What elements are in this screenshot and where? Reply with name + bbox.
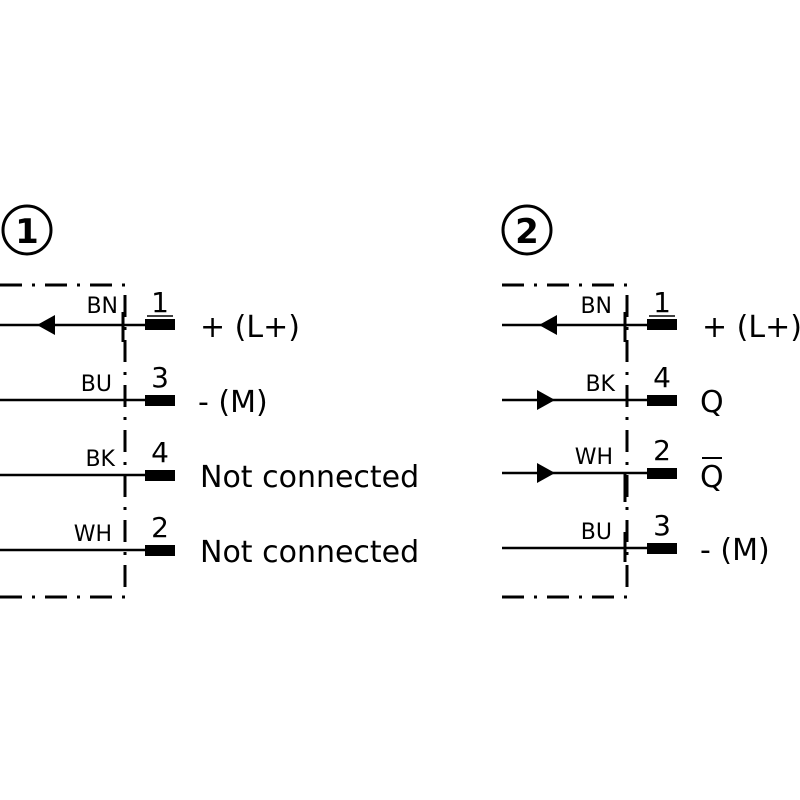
wire-color: BU bbox=[81, 372, 112, 397]
wire-color: BN bbox=[86, 294, 118, 319]
badge-2: 2 bbox=[501, 204, 553, 256]
pin-number: 1 bbox=[653, 286, 671, 319]
signal-label: - (M) bbox=[198, 385, 268, 420]
wire-color: BU bbox=[581, 520, 612, 545]
pin-number: 4 bbox=[151, 436, 169, 469]
badge-number: 1 bbox=[15, 212, 39, 252]
badge-1: 1 bbox=[1, 204, 53, 256]
signal-label: Not connected bbox=[200, 460, 419, 495]
wire-color: BN bbox=[580, 294, 612, 319]
row: WH 2 Q bbox=[502, 434, 724, 502]
arrow-left-icon bbox=[37, 315, 55, 335]
pin-number: 3 bbox=[653, 509, 671, 542]
signal-label: Not connected bbox=[200, 535, 419, 570]
arrow-right-icon bbox=[537, 390, 555, 410]
row: WH 2 Not connected bbox=[0, 511, 419, 570]
row: BN 1 + (L+) bbox=[502, 286, 800, 345]
signal-label: Q bbox=[700, 385, 724, 420]
wire-color: WH bbox=[74, 522, 112, 547]
row: BU 3 - (M) bbox=[0, 361, 268, 420]
connector-boundary bbox=[0, 283, 127, 599]
pin-number: 2 bbox=[653, 434, 671, 467]
row: BU 3 - (M) bbox=[502, 509, 770, 568]
pin-number: 2 bbox=[151, 511, 169, 544]
wire-color: WH bbox=[575, 445, 613, 470]
row: BN 1 + (L+) bbox=[0, 286, 300, 345]
pin-number: 4 bbox=[653, 361, 671, 394]
pin-number: 3 bbox=[151, 361, 169, 394]
connector-boundary bbox=[502, 283, 629, 599]
signal-label: + (L+) bbox=[200, 310, 300, 345]
row: BK 4 Q bbox=[502, 361, 724, 420]
row: BK 4 Not connected bbox=[0, 436, 419, 495]
diagram-2: 2 BN 1 + (L+) BK 4 Q WH 2 bbox=[501, 204, 800, 599]
badge-number: 2 bbox=[515, 212, 539, 252]
arrow-left-icon bbox=[539, 315, 557, 335]
arrow-right-icon bbox=[537, 463, 555, 483]
wire-color: BK bbox=[85, 447, 115, 472]
pin-number: 1 bbox=[151, 286, 169, 319]
signal-label: + (L+) bbox=[702, 310, 800, 345]
signal-label: - (M) bbox=[700, 533, 770, 568]
diagram-1: 1 BN 1 + (L+) BU 3 - (M) BK 4 Not connec… bbox=[0, 204, 419, 599]
wire-color: BK bbox=[585, 372, 615, 397]
signal-label: Q bbox=[700, 460, 724, 495]
